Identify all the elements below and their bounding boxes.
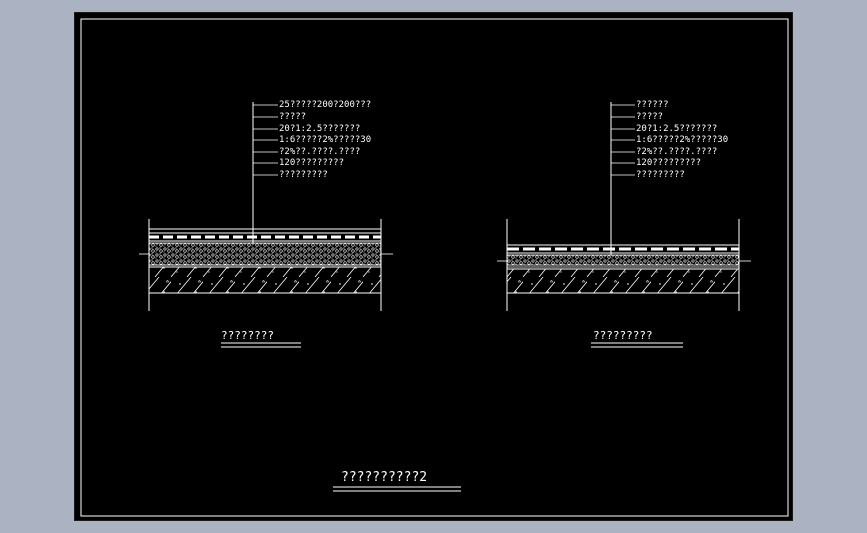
callout-text: ????????? [279,170,328,180]
callout-text: ????? [279,112,306,122]
callout-text: 120????????? [279,158,344,168]
drawing-title: ??????????2 [341,470,427,485]
detail-caption: ????????? [593,329,653,342]
callout-text: ?2%??.????.???? [279,147,360,157]
callout-text: ?????? [636,100,669,110]
drawing-title-block: ??????????2 [333,470,461,492]
callout-text: ?2%??.????.???? [636,147,717,157]
callout-text: ????????? [636,170,685,180]
detail-caption: ???????? [221,329,274,342]
callout-text: 20?1:2.5??????? [279,124,360,134]
detail-left: 25?????200?200??? ????? 20?1:2.5??????? … [139,100,393,348]
callout-text: 20?1:2.5??????? [636,124,717,134]
cad-drawing: 25?????200?200??? ????? 20?1:2.5??????? … [80,18,789,517]
callout-text: 120????????? [636,158,701,168]
callout-text: ????? [636,112,663,122]
callout-text: 1:6?????2%?????30 [279,135,371,145]
inner-border [80,18,789,517]
callout-text: 1:6?????2%?????30 [636,135,728,145]
detail-right: ?????? ????? 20?1:2.5??????? 1:6?????2%?… [497,100,751,348]
callout-text: 25?????200?200??? [279,100,371,110]
drawing-sheet: 25?????200?200??? ????? 20?1:2.5??????? … [74,12,793,521]
